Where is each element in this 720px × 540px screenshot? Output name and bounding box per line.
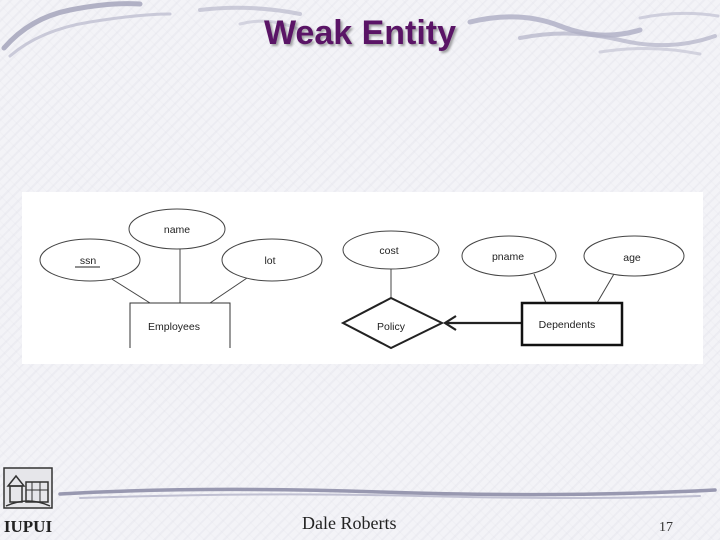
link-lot-employees (209, 275, 251, 304)
slide-page-number: 17 (659, 520, 673, 535)
attribute-age-label: age (623, 252, 641, 264)
header-swoosh-decoration (1, 1, 720, 58)
attribute-ssn (39, 238, 141, 282)
attribute-age (583, 235, 685, 277)
key-constraint-arrowhead (442, 315, 457, 331)
attribute-cost-label: cost (379, 245, 398, 257)
slide-title: Weak Entity (263, 14, 457, 52)
footer-swoosh-decoration (58, 487, 717, 499)
er-diagram-panel: name ssn lot cost pname age Employees De… (22, 192, 703, 364)
link-age-dependents (596, 273, 615, 304)
weak-entity-dependents (520, 301, 624, 347)
iupui-logo-image: IUPUI (3, 467, 53, 536)
attribute-cost (342, 230, 440, 270)
footer-author: Dale Roberts (302, 513, 397, 533)
relationship-policy-label: Policy (377, 321, 406, 333)
er-diagram: name ssn lot cost pname age Employees De… (39, 208, 685, 350)
relationship-policy (340, 296, 445, 350)
attribute-pname (461, 235, 557, 277)
entity-employees (129, 302, 231, 348)
weak-entity-dependents-label: Dependents (539, 319, 596, 331)
link-pname-dependents (533, 273, 547, 304)
attribute-lot (221, 238, 323, 282)
attribute-lot-label: lot (264, 255, 275, 267)
attribute-name (128, 208, 226, 250)
entity-employees-label: Employees (148, 321, 200, 333)
logo-text: IUPUI (4, 517, 53, 536)
attribute-pname-label: pname (492, 251, 524, 263)
link-ssn-employees (106, 275, 151, 304)
attribute-ssn-label: ssn (80, 255, 97, 267)
attribute-name-label: name (164, 224, 190, 236)
